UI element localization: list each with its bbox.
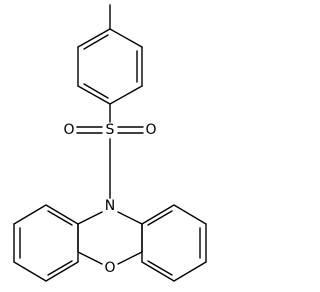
structure-canvas: S O O N O	[13, 4, 207, 282]
ring-oxygen-label: O	[104, 260, 115, 276]
phenoxazine-core	[77, 211, 143, 265]
molecule-structure: S O O N O	[13, 4, 207, 282]
oxygen-right-label: O	[145, 122, 156, 138]
right-benzene-ring	[141, 204, 207, 282]
sulfur-label: S	[106, 122, 115, 138]
tolyl-ring	[77, 28, 143, 105]
nitrogen-label: N	[105, 198, 115, 214]
sulfonyl-group	[76, 126, 144, 199]
oxygen-left-label: O	[63, 122, 74, 138]
left-benzene-ring	[13, 204, 79, 282]
